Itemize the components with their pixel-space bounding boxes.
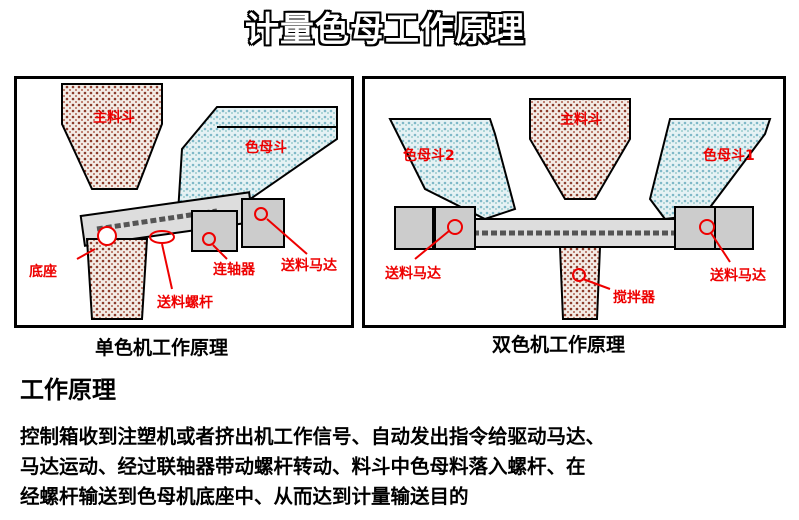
label-feed-motor-right: 送料马达 [710,268,766,284]
principle-line: 马达运动、经过联轴器带动螺杆转动、料斗中色母料落入螺杆、在 [20,455,586,478]
label-feed-screw: 送料螺杆 [157,295,213,311]
label-color-hopper: 色母斗 [245,140,287,156]
label-mixer: 搅拌器 [613,290,655,306]
double-color-diagram: 主料斗 色母斗2 色母斗1 送料马达 送料马达 搅拌器 [362,76,786,328]
page-title: 计量色母工作原理 [245,10,525,50]
label-color-hopper-2: 色母斗2 [403,148,455,164]
single-machine-drawing [61,83,338,320]
principle-text: 控制箱收到注塑机或者挤出机工作信号、自动发出指令给驱动马达、 马达运动、经过联轴… [20,422,790,512]
principle-line: 控制箱收到注塑机或者挤出机工作信号、自动发出指令给驱动马达、 [20,425,606,448]
principle-heading: 工作原理 [20,376,116,404]
label-feed-motor: 送料马达 [281,258,337,274]
label-main-hopper: 主料斗 [93,110,135,126]
label-main-hopper: 主料斗 [560,112,602,128]
label-feed-motor-left: 送料马达 [385,266,441,282]
double-machine-drawing [388,98,772,320]
label-color-hopper-1: 色母斗1 [703,148,755,164]
label-base: 底座 [29,264,57,280]
principle-line: 经螺杆输送到色母机底座中、从而达到计量输送目的 [20,485,469,508]
label-coupling: 连轴器 [213,262,255,278]
single-caption: 单色机工作原理 [95,337,229,359]
single-color-diagram: 主料斗 色母斗 底座 送料螺杆 连轴器 送料马达 [14,76,354,328]
double-caption: 双色机工作原理 [492,334,626,356]
